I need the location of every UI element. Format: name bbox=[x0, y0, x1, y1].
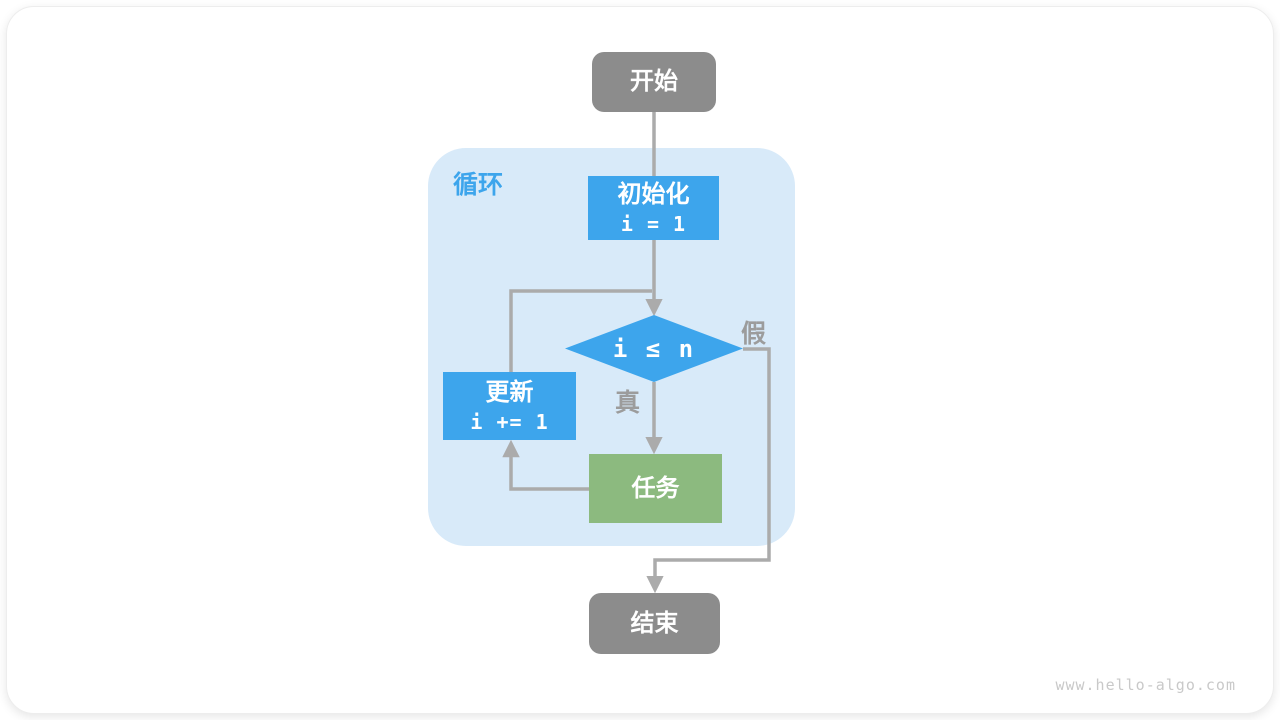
update-node-code: i += 1 bbox=[470, 409, 549, 434]
update-node: 更新 i += 1 bbox=[443, 372, 576, 440]
update-node-title: 更新 bbox=[485, 378, 534, 406]
watermark: www.hello-algo.com bbox=[1055, 676, 1236, 694]
init-node: 初始化 i = 1 bbox=[588, 176, 719, 240]
init-node-title: 初始化 bbox=[617, 180, 690, 208]
end-node-label: 结束 bbox=[630, 609, 679, 637]
false-branch-label: 假 bbox=[741, 320, 767, 348]
init-node-code: i = 1 bbox=[620, 211, 687, 236]
condition-label: i ≤ n bbox=[612, 334, 696, 363]
true-branch-label: 真 bbox=[615, 389, 641, 417]
loop-region-label: 循环 bbox=[453, 171, 504, 199]
start-node: 开始 bbox=[592, 52, 716, 112]
task-node-label: 任务 bbox=[631, 474, 680, 502]
end-node: 结束 bbox=[589, 593, 720, 654]
task-node: 任务 bbox=[589, 454, 722, 523]
start-node-label: 开始 bbox=[630, 68, 678, 95]
